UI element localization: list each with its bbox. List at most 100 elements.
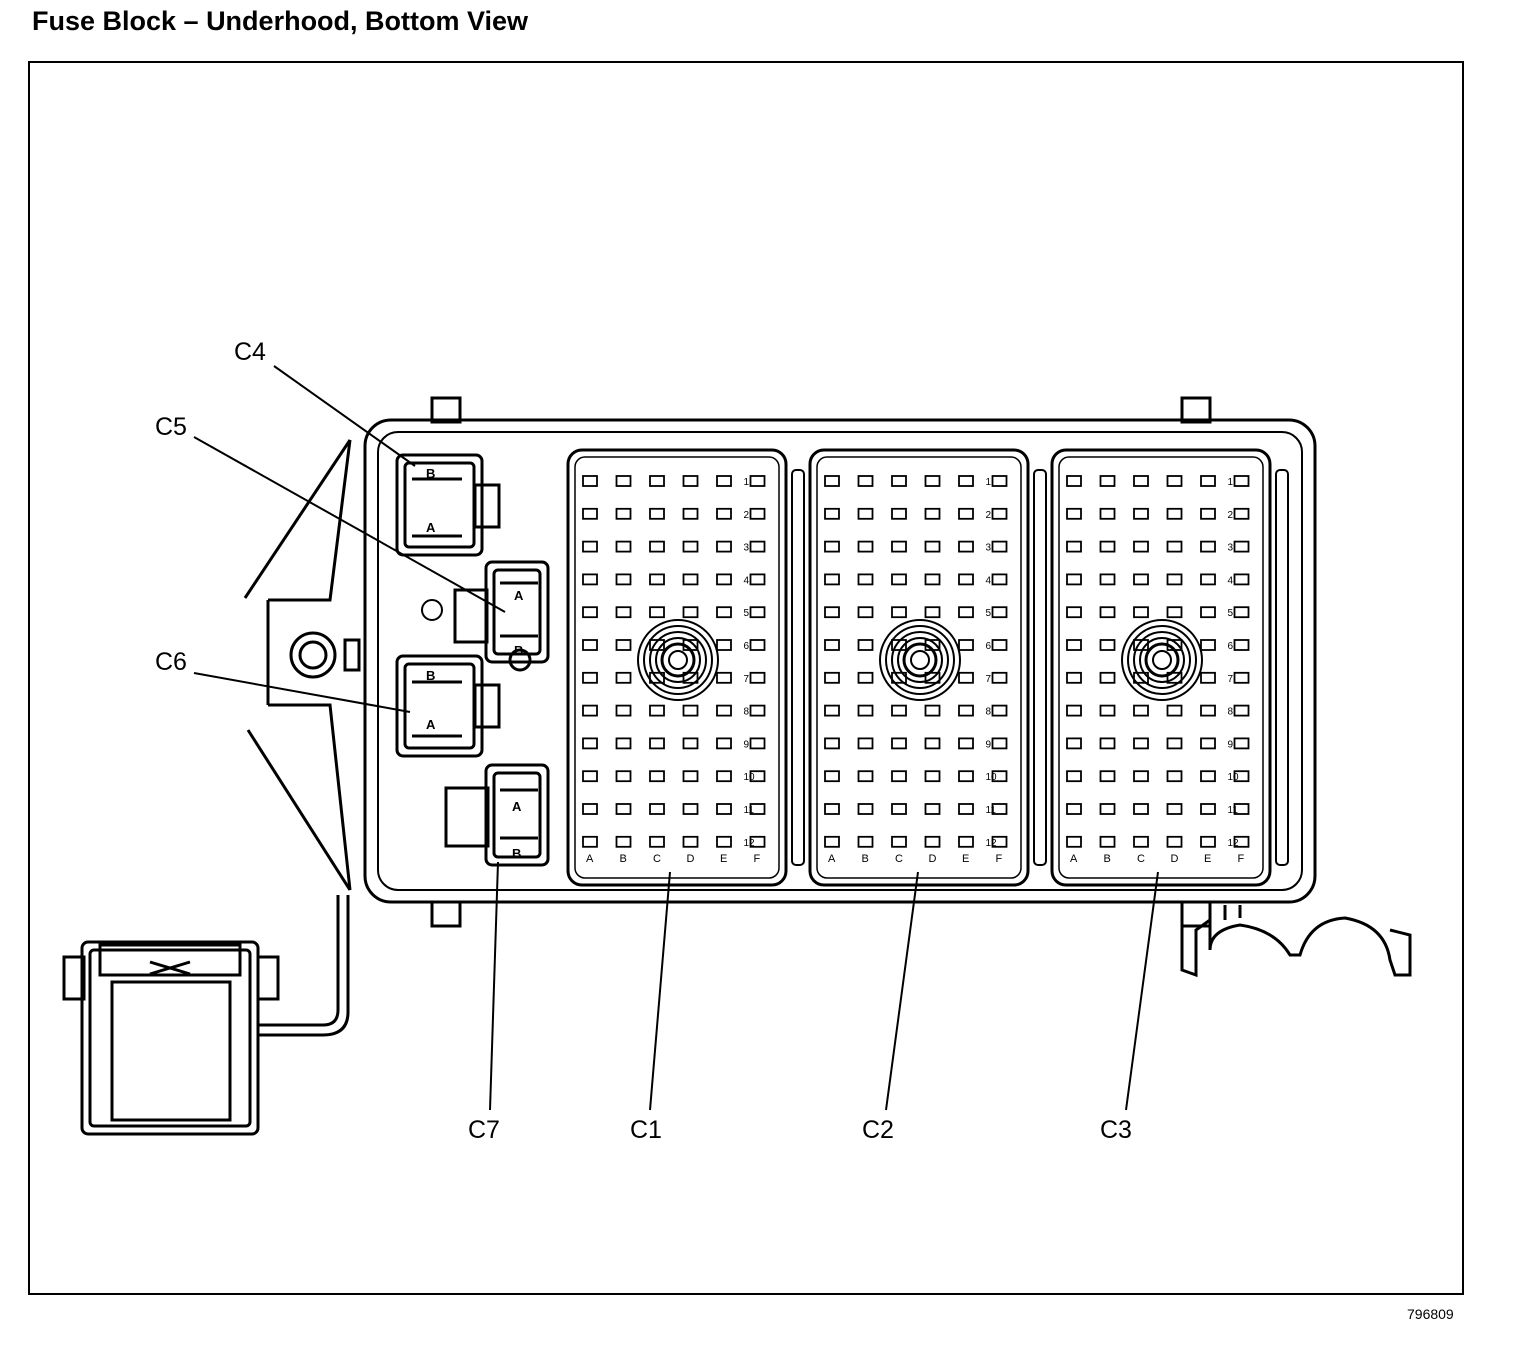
cavity-F6 <box>1233 639 1250 651</box>
cavity-F10 <box>991 770 1008 783</box>
cavity-E4 <box>1200 573 1216 586</box>
cavity-E6 <box>1200 639 1216 651</box>
c6-terminal-b-label: B <box>426 668 435 683</box>
divider-slot <box>1275 469 1289 866</box>
connector-c6-housing <box>395 654 501 758</box>
cavity-C1 <box>1133 475 1149 487</box>
row-label: 3 <box>986 543 992 554</box>
row-label: 2 <box>986 510 992 521</box>
cavity-A4 <box>582 573 598 586</box>
row-label: 3 <box>1228 543 1234 554</box>
cavity-B12 <box>1099 835 1116 848</box>
cavity-A11 <box>582 803 598 815</box>
cavity-F7 <box>991 671 1008 684</box>
cavity-A5 <box>1066 606 1082 619</box>
row-label: 11 <box>1228 805 1239 816</box>
row-label: 6 <box>744 641 750 652</box>
cavity-C8 <box>649 704 665 717</box>
divider-slot <box>791 469 805 866</box>
cavity-D2 <box>682 507 699 520</box>
cavity-B5 <box>615 606 632 619</box>
cavity-B4 <box>857 573 874 586</box>
cavity-E2 <box>958 507 974 520</box>
cavity-D3 <box>682 540 699 553</box>
cavity-B4 <box>615 573 632 586</box>
cavity-D12 <box>924 835 941 848</box>
cavity-C4 <box>649 573 665 586</box>
cavity-B10 <box>1099 770 1116 783</box>
row-label: 5 <box>986 608 992 619</box>
cavity-A12 <box>582 835 598 848</box>
cavity-A11 <box>824 803 840 815</box>
cavity-C1 <box>649 475 665 487</box>
cavity-E10 <box>716 770 732 783</box>
cavity-F9 <box>749 737 766 750</box>
cavity-E12 <box>716 835 732 848</box>
cavity-A12 <box>1066 835 1082 848</box>
cavity-C5 <box>891 606 907 619</box>
cavity-F1 <box>749 475 766 487</box>
cavity-F7 <box>749 671 766 684</box>
leader-lines <box>193 365 1159 1111</box>
row-label: 10 <box>986 772 998 783</box>
cavity-A2 <box>824 507 840 520</box>
cavity-B7 <box>615 671 632 684</box>
cavity-C10 <box>891 770 907 783</box>
c7-terminal-a-label: A <box>512 799 522 814</box>
cavity-F5 <box>749 606 766 619</box>
row-label: 1 <box>986 477 992 488</box>
row-label: 10 <box>744 772 756 783</box>
connector-c5-housing <box>453 560 550 672</box>
cavity-E1 <box>716 475 732 487</box>
cavity-B1 <box>1099 475 1116 487</box>
column-label: A <box>586 853 594 865</box>
cavity-F6 <box>749 639 766 651</box>
cavity-B6 <box>857 639 874 651</box>
cavity-F2 <box>1233 507 1250 520</box>
column-label: C <box>653 853 661 865</box>
cavity-F10 <box>1233 770 1250 783</box>
row-label: 9 <box>986 739 992 750</box>
cavity-C2 <box>1133 507 1149 520</box>
cavity-E9 <box>1200 737 1216 750</box>
connector-c7-housing <box>444 763 550 867</box>
cavity-A1 <box>1066 475 1082 487</box>
cavity-E12 <box>1200 835 1216 848</box>
cavity-C10 <box>649 770 665 783</box>
cavity-D5 <box>924 606 941 619</box>
cavity-B8 <box>857 704 874 717</box>
c5-terminal-a-label: A <box>514 588 524 603</box>
cavity-D12 <box>1166 835 1183 848</box>
callout-c3: C3 <box>1100 1116 1132 1144</box>
column-label: D <box>1171 853 1179 865</box>
cavity-B10 <box>857 770 874 783</box>
row-label: 4 <box>744 575 750 586</box>
c4-terminal-a-label: A <box>426 520 436 535</box>
latch-clip <box>62 940 280 1136</box>
cavity-C8 <box>891 704 907 717</box>
cavity-E9 <box>716 737 732 750</box>
cavity-E12 <box>958 835 974 848</box>
cavity-D2 <box>1166 507 1183 520</box>
column-label: A <box>1070 853 1078 865</box>
cavity-A5 <box>824 606 840 619</box>
cavity-B12 <box>615 835 632 848</box>
cavity-A2 <box>1066 507 1082 520</box>
cavity-C9 <box>1133 737 1149 750</box>
cavity-D1 <box>1166 475 1183 487</box>
diagram-title: Fuse Block – Underhood, Bottom View <box>32 6 529 36</box>
cavity-E5 <box>716 606 732 619</box>
cavity-B9 <box>1099 737 1116 750</box>
c5-terminal-b-label: B <box>514 643 523 658</box>
cavity-F3 <box>1233 540 1250 553</box>
cavity-A10 <box>824 770 840 783</box>
cavity-B2 <box>857 507 874 520</box>
row-label: 12 <box>1228 838 1240 849</box>
cavity-E4 <box>716 573 732 586</box>
cavity-D4 <box>1166 573 1183 586</box>
cavity-E5 <box>958 606 974 619</box>
cavity-A7 <box>1066 671 1082 684</box>
cavity-D9 <box>924 737 941 750</box>
